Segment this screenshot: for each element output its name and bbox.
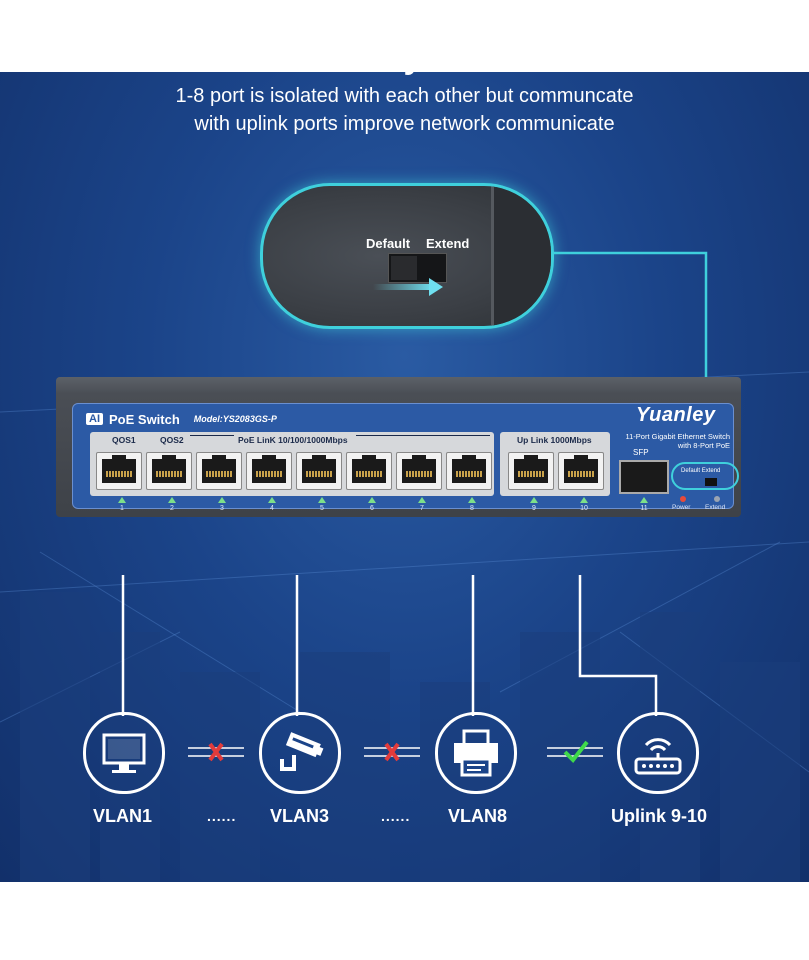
page-title: One Key VLAN [281, 38, 528, 76]
mode-toggle[interactable] [705, 478, 717, 486]
subtitle-line-1: 1-8 port is isolated with each other but… [175, 85, 634, 107]
subtitle-line-2: with uplink ports improve network commun… [194, 113, 615, 135]
port-led [580, 497, 588, 503]
toggle-knob [391, 256, 417, 280]
camera-icon [280, 732, 324, 771]
port-number: 9 [532, 505, 536, 512]
arrow-right-icon [373, 284, 433, 290]
device-description: 11-Port Gigabit Ethernet Switch with 8-P… [624, 432, 731, 450]
port-number: 5 [320, 505, 324, 512]
vlan1-caption: VLAN1 [93, 806, 153, 826]
label-divider [190, 435, 234, 436]
ring-extend-label: Extend [701, 468, 721, 474]
router-icon [634, 738, 682, 775]
zoom-extend-label: Extend [426, 236, 470, 251]
power-led [680, 496, 686, 502]
port-led [318, 497, 326, 503]
uplink-caption: Uplink 9-10 [611, 806, 708, 826]
vlan8-caption: VLAN8 [448, 806, 508, 826]
vlan1-node [83, 712, 165, 794]
port-led [118, 497, 126, 503]
port-led [418, 497, 426, 503]
ethernet-port[interactable] [246, 452, 292, 490]
port-number: 7 [420, 505, 424, 512]
product-row: AI PoE Switch Model:YS2083GS-P [86, 409, 277, 429]
description-line-1: 11-Port Gigabit Ethernet Switch [625, 432, 731, 441]
uplink-node [617, 712, 699, 794]
extend-led [714, 496, 720, 502]
extend-label: Extend [705, 504, 726, 511]
uplink-port[interactable] [558, 452, 604, 490]
ring-labels: Default Extend [681, 468, 720, 474]
monitor-icon [102, 733, 146, 773]
page-subtitle: 1-8 port is isolated with each other but… [0, 82, 809, 138]
port-number: 6 [370, 505, 374, 512]
ethernet-port[interactable] [446, 452, 492, 490]
port-led [218, 497, 226, 503]
zoom-edge [491, 186, 551, 326]
printer-icon [454, 729, 498, 777]
port-led [530, 497, 538, 503]
vlan3-node [259, 712, 341, 794]
allowed-link-icon [547, 740, 603, 764]
ethernet-port[interactable] [396, 452, 442, 490]
port-number: 10 [580, 505, 588, 512]
ethernet-port[interactable] [196, 452, 242, 490]
ethernet-port[interactable] [146, 452, 192, 490]
port-led [640, 497, 648, 503]
ethernet-port[interactable] [346, 452, 392, 490]
qos2-label: QOS2 [160, 435, 184, 445]
vlan3-caption: VLAN3 [270, 806, 330, 826]
ethernet-port[interactable] [96, 452, 142, 490]
uplink-label: Up Link 1000Mbps [517, 435, 592, 445]
uplink-port[interactable] [508, 452, 554, 490]
ring-default-label: Default [681, 468, 701, 474]
power-label: Power [672, 504, 691, 511]
separator-dots: ...... [207, 808, 237, 824]
qos1-label: QOS1 [112, 435, 136, 445]
port-led [468, 497, 476, 503]
blocked-link-icon [188, 742, 244, 762]
product-name: PoE Switch [109, 411, 180, 427]
sfp-port[interactable] [619, 460, 669, 494]
separator-dots: ...... [381, 808, 411, 824]
poe-link-label: PoE LinK 10/100/1000Mbps [238, 435, 348, 445]
port-number: 2 [170, 505, 174, 512]
mode-switch-highlight [671, 462, 739, 490]
port-led [168, 497, 176, 503]
port-led [268, 497, 276, 503]
arrowhead-icon [429, 278, 443, 296]
port-led [368, 497, 376, 503]
switch-zoom-callout: Default Extend [260, 183, 554, 329]
port-number: 3 [220, 505, 224, 512]
port-number: 1 [120, 505, 124, 512]
port-number: 4 [270, 505, 274, 512]
blocked-link-icon [364, 742, 420, 762]
port-number: 11 [640, 505, 648, 512]
label-divider [356, 435, 490, 436]
brand-logo: Yuanley [636, 404, 716, 426]
vlan8-node [435, 712, 517, 794]
description-line-2: with 8-Port PoE [677, 441, 730, 450]
ai-badge: AI [86, 413, 103, 425]
model-number: Model:YS2083GS-P [193, 414, 277, 424]
ethernet-port[interactable] [296, 452, 342, 490]
zoom-default-label: Default [366, 236, 411, 251]
port-number: 8 [470, 505, 474, 512]
sfp-label: SFP [633, 448, 649, 457]
